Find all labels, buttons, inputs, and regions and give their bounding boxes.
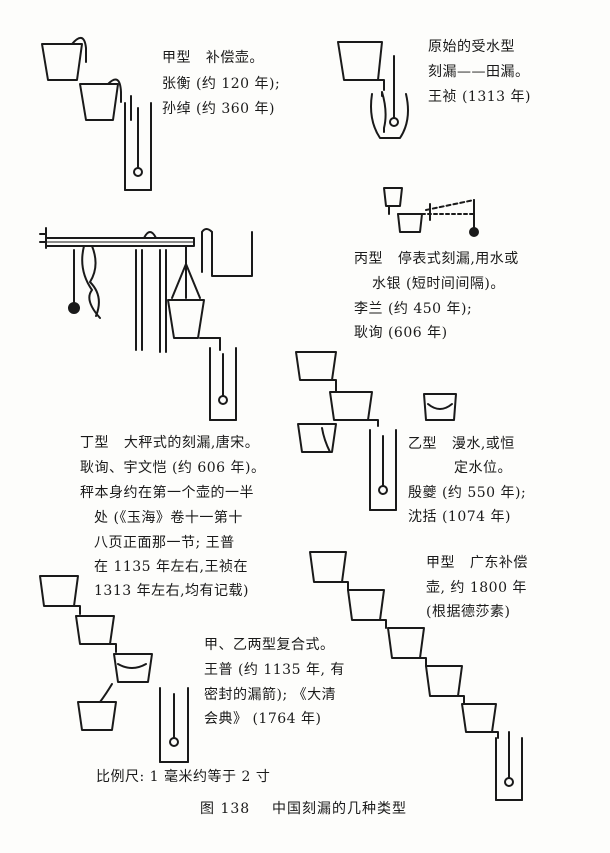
type-c-line: 水银 (短时间间隔)。 <box>372 276 505 292</box>
type-c-line: 停表式刻漏,用水或 <box>397 251 519 267</box>
type-d-label: 丁型 <box>80 435 109 451</box>
drawing-guangdong-series <box>309 551 523 801</box>
drawing-type-a-compensating-tank <box>41 37 152 191</box>
primitive-line: 王祯 (1313 年) <box>428 89 531 105</box>
compound-line: 王普 (约 1135 年, 有 <box>204 662 345 678</box>
figure-title: 中国刻漏的几种类型 <box>271 801 407 817</box>
type-c-line: 李兰 (约 450 年); <box>354 301 473 317</box>
type-a-name: 补偿壶。 <box>205 50 264 66</box>
type-a-label: 甲型 <box>162 50 191 66</box>
type-d-line: 1313 年左右,均有记载) <box>94 583 249 599</box>
type-b-label: 乙型 <box>408 436 437 452</box>
type-b-line: 漫水,或恒 <box>451 436 515 452</box>
type-d-line: 秤本身约在第一个壶的一半 <box>80 485 254 501</box>
guangdong-label: 甲型 <box>426 555 455 571</box>
type-c-title: 丙型 停表式刻漏,用水或 <box>354 248 519 270</box>
figure-caption: 图 138 中国刻漏的几种类型 <box>200 798 407 820</box>
scale-note: 比例尺: 1 毫米约等于 2 寸 <box>96 769 271 785</box>
figure-number: 图 138 <box>200 801 251 817</box>
guangdong-title: 甲型 广东补偿 <box>426 552 528 574</box>
drawing-type-b-overflow <box>295 351 457 511</box>
type-d-line: 在 1135 年左右,王祯在 <box>94 559 248 575</box>
type-d-line: 耿询、宇文恺 (约 606 年)。 <box>80 460 266 476</box>
type-b-line: 沈括 (1074 年) <box>408 509 511 525</box>
primitive-line: 原始的受水型 <box>428 39 515 55</box>
compound-line: 会典》 (1764 年) <box>204 711 322 727</box>
type-b-title: 乙型 漫水,或恒 <box>408 433 515 455</box>
guangdong-line: 广东补偿 <box>469 555 528 571</box>
type-d-line: 八页正面那一节; 王普 <box>94 535 235 551</box>
guangdong-line: (根据德莎素) <box>426 604 511 620</box>
compound-line: 甲、乙两型复合式。 <box>204 637 335 653</box>
type-c-label: 丙型 <box>354 251 383 267</box>
drawing-type-d-steelyard <box>39 227 253 421</box>
drawing-compound-a-b <box>39 575 189 763</box>
type-a-title: 甲型 补偿壶。 <box>162 47 264 69</box>
compound-line: 密封的漏箭); 《大清 <box>204 687 337 703</box>
type-b-line: 定水位。 <box>454 460 512 476</box>
drawing-primitive-field-clepsydra <box>337 41 409 139</box>
type-b-line: 殷夔 (约 550 年); <box>408 485 527 501</box>
type-d-line: 大秤式的刻漏,唐宋。 <box>123 435 260 451</box>
type-d-line: 处 (《玉海》卷十一第十 <box>94 510 243 526</box>
primitive-line: 刻漏——田漏。 <box>428 64 530 80</box>
type-d-title: 丁型 大秤式的刻漏,唐宋。 <box>80 432 259 454</box>
type-c-line: 耿询 (606 年) <box>354 325 448 341</box>
type-a-line: 张衡 (约 120 年); <box>162 76 281 92</box>
type-a-line: 孙绰 (约 360 年) <box>162 101 275 117</box>
guangdong-line: 壶, 约 1800 年 <box>426 580 527 596</box>
drawing-type-c-stopwatch <box>383 187 479 237</box>
